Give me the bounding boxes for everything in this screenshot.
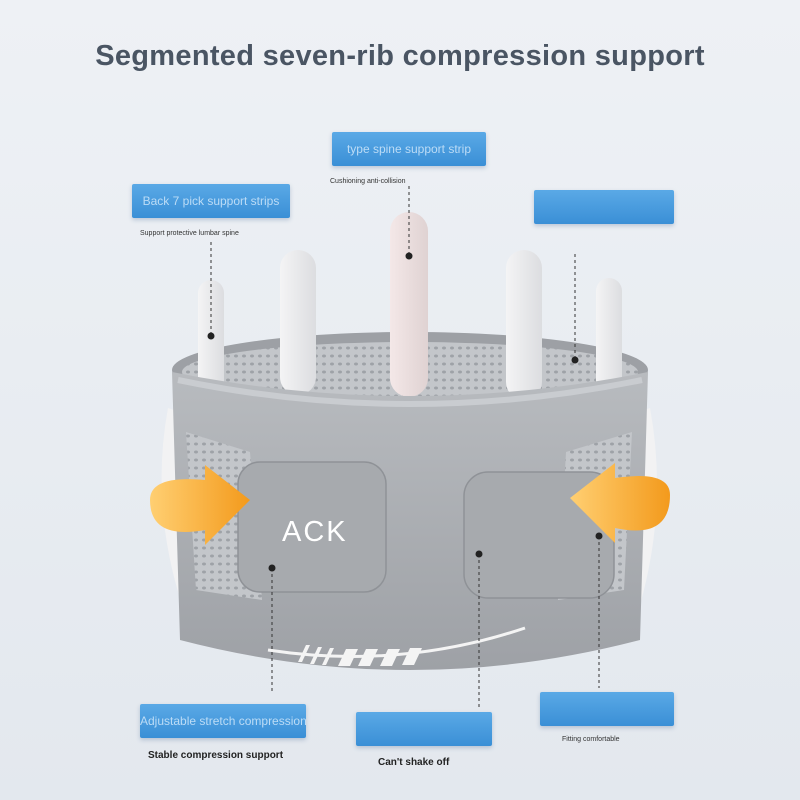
rib-6 [161,408,194,605]
rib-2 [280,250,316,395]
label-bottom-center [356,712,492,746]
left-strap [237,461,387,593]
rib-1 [198,280,224,400]
caption-top-left: Support protective lumbar spine [140,230,239,237]
left-arrow-icon [150,465,250,545]
label-top-right [534,190,674,224]
label-bottom-right [540,692,674,726]
stripe-marks [298,645,422,666]
rib-4 [506,250,542,400]
leader-dots [207,252,603,572]
label-top-left: Back 7 pick support strips [132,184,290,218]
label-bottom-left: Adjustable stretch compression [140,704,306,738]
page-title: Segmented seven-rib compression support [95,40,705,72]
rib-7 [628,408,658,605]
caption-bottom-center: Can't shake off [378,757,450,768]
stripe [267,626,526,658]
leader-lines [210,186,600,710]
right-arrow-icon [570,463,670,543]
caption-bottom-left: Stable compression support [148,750,284,761]
caption-bottom-right: Fitting comfortable [562,736,620,743]
support-ribs [161,212,658,605]
caption-top-center: Cushioning anti-collision [330,178,406,185]
rib-3 [390,212,428,397]
brand-logo: ACK [282,516,348,548]
rib-5 [596,278,622,403]
label-top-center: type spine support strip [332,132,486,166]
